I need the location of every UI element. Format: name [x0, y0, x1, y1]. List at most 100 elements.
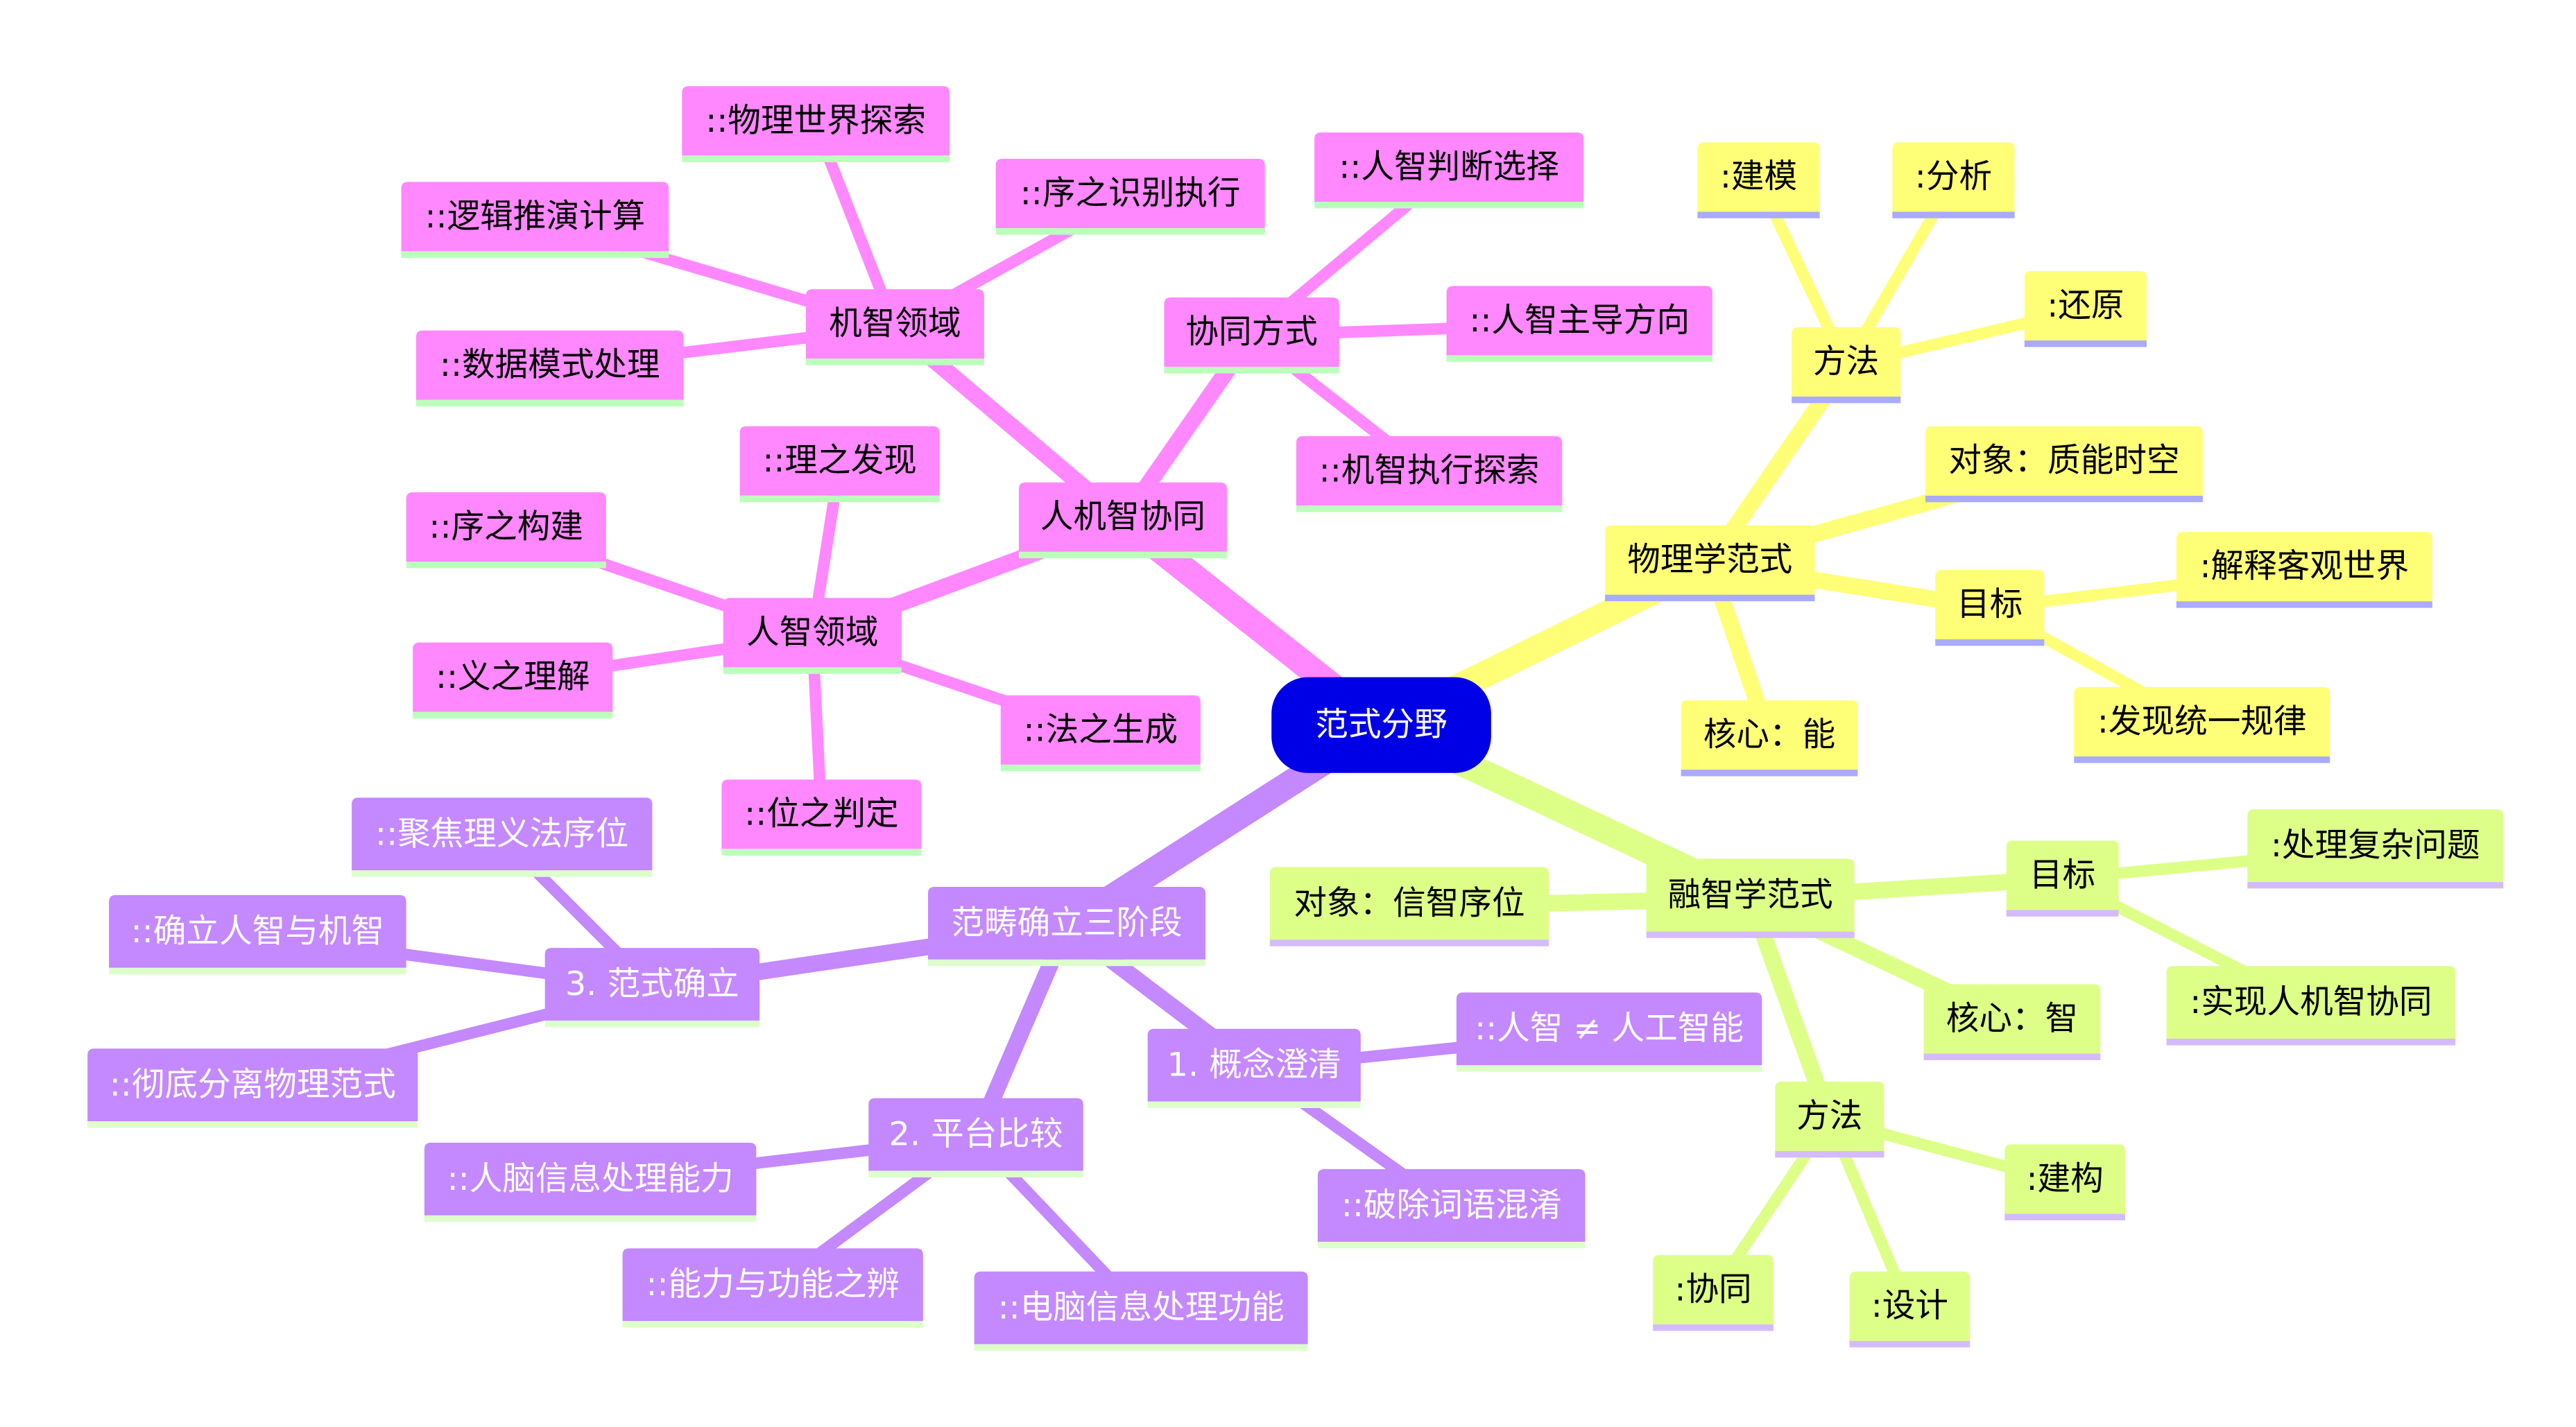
node-box [1000, 695, 1201, 765]
mind-map-node[interactable]: ::确立人智与机智 [109, 894, 406, 975]
mind-map-node[interactable]: 方法 [1792, 327, 1901, 404]
mind-map-node[interactable]: :建模 [1697, 142, 1820, 218]
mind-map-node[interactable]: 3. 范式确立 [544, 948, 760, 1028]
mind-map-node[interactable]: ::数据模式处理 [415, 330, 684, 407]
mind-map-node[interactable]: 核心：智 [1923, 984, 2101, 1060]
mind-map-node[interactable]: 2. 平台比较 [868, 1098, 1083, 1177]
node-underline [1792, 396, 1901, 404]
mind-map-node[interactable]: 1. 概念澄清 [1147, 1028, 1361, 1109]
mind-map-node[interactable]: ::聚焦理义法序位 [352, 797, 653, 877]
node-underline [721, 849, 922, 856]
mind-map-node[interactable]: ::能力与功能之辨 [622, 1248, 923, 1328]
mind-map-node[interactable]: 人机智协同 [1018, 482, 1227, 559]
root-node[interactable]: 范式分野 [1271, 677, 1491, 773]
node-label: ::聚焦理义法序位 [375, 815, 628, 853]
node-box [1925, 426, 2203, 496]
node-label: 范畴确立三阶段 [951, 904, 1182, 942]
mind-map-node[interactable]: ::人脑信息处理能力 [424, 1143, 757, 1222]
node-box [1018, 482, 1227, 552]
node-box [1923, 984, 2101, 1054]
node-label: ::确立人智与机智 [131, 913, 384, 951]
mind-map-node[interactable]: ::法之生成 [1000, 695, 1201, 772]
mind-map-node[interactable]: :设计 [1849, 1271, 1970, 1348]
mind-map-node[interactable]: 目标 [2006, 840, 2119, 917]
mind-map-node[interactable]: :建构 [2004, 1144, 2126, 1220]
node-underline [352, 870, 653, 877]
node-box [1456, 992, 1762, 1066]
mind-map-node[interactable]: :分析 [1892, 142, 2015, 218]
mind-map-node[interactable]: 协同方式 [1164, 297, 1339, 374]
node-label: ::序之构建 [429, 508, 583, 546]
node-box [1892, 142, 2015, 212]
node-box [2004, 1144, 2126, 1214]
mind-map-node[interactable]: :还原 [2024, 270, 2147, 347]
mind-map-node[interactable]: ::人智主导方向 [1446, 286, 1712, 362]
node-label: :协同 [1674, 1270, 1751, 1308]
node-box [1646, 858, 1855, 932]
mind-map-node[interactable]: :发现统一规律 [2074, 686, 2330, 763]
mind-map-node[interactable]: 对象：信智序位 [1269, 867, 1549, 946]
node-box [1164, 297, 1339, 367]
mind-map-node[interactable]: ::人智判断选择 [1314, 132, 1584, 209]
node-box [415, 330, 684, 400]
node-box [622, 1248, 923, 1322]
node-underline [2166, 1039, 2456, 1046]
mind-map-node[interactable]: ::物理世界探索 [682, 86, 950, 162]
node-label: 物理学范式 [1627, 541, 1792, 579]
mind-map-node[interactable]: ::序之识别执行 [995, 159, 1265, 235]
mind-map-node[interactable]: :实现人机智协同 [2166, 966, 2456, 1046]
node-underline [2176, 601, 2432, 608]
node-underline [974, 1344, 1308, 1351]
mind-map-node[interactable]: 范畴确立三阶段 [927, 886, 1205, 967]
node-box [1653, 1254, 1774, 1324]
mind-map-node[interactable]: 核心：能 [1681, 700, 1858, 777]
node-underline [995, 228, 1265, 235]
mind-map-node[interactable]: ::位之判定 [721, 779, 922, 856]
mind-map-node[interactable]: :协同 [1653, 1254, 1774, 1331]
node-label: 机智领域 [829, 305, 961, 343]
node-underline [723, 667, 902, 674]
mind-map-node[interactable]: ::义之理解 [413, 642, 613, 719]
mind-map-node[interactable]: 机智领域 [805, 289, 984, 365]
mind-map-node[interactable]: ::逻辑推演计算 [401, 182, 669, 258]
node-label: :解释客观世界 [2200, 548, 2410, 586]
node-underline [2074, 756, 2330, 763]
node-underline [1314, 201, 1584, 209]
node-label: ::法之生成 [1024, 711, 1178, 749]
node-underline [1446, 355, 1712, 362]
mind-map-node[interactable]: 物理学范式 [1605, 525, 1815, 602]
node-underline [1775, 1150, 1884, 1158]
mind-map-node[interactable]: ::理之发现 [739, 426, 940, 503]
node-underline [1681, 769, 1858, 777]
node-label: :建构 [2027, 1160, 2104, 1198]
mind-map-node[interactable]: 目标 [1935, 569, 2045, 646]
mind-map-node[interactable]: 方法 [1775, 1081, 1884, 1158]
node-box [1317, 1169, 1586, 1242]
mind-map-node[interactable]: 对象：质能时空 [1925, 426, 2203, 503]
node-underline [544, 1020, 760, 1028]
node-box [87, 1048, 418, 1122]
node-label: ::义之理解 [436, 658, 590, 696]
node-label: 协同方式 [1185, 313, 1317, 352]
node-underline [1653, 1324, 1774, 1331]
node-underline [1317, 1241, 1586, 1249]
mind-map-node[interactable]: :解释客观世界 [2176, 532, 2432, 608]
node-box [1681, 700, 1858, 770]
mind-map-node[interactable]: ::彻底分离物理范式 [87, 1048, 418, 1128]
mind-map-node[interactable]: 人智领域 [723, 598, 902, 674]
node-label: ::人智主导方向 [1469, 302, 1690, 340]
mind-map-node[interactable]: ::序之构建 [406, 492, 606, 569]
mind-map-node[interactable]: ::人智 ≠ 人工智能 [1456, 992, 1762, 1072]
node-underline [682, 155, 950, 162]
mind-map-node[interactable]: 融智学范式 [1646, 858, 1855, 938]
mind-map-node[interactable]: ::电脑信息处理功能 [974, 1271, 1308, 1351]
node-underline [1164, 367, 1339, 374]
mind-map-node[interactable]: ::破除词语混淆 [1317, 1169, 1586, 1249]
node-box [974, 1271, 1308, 1344]
node-box [352, 797, 653, 871]
node-underline [2024, 340, 2147, 347]
node-box [868, 1098, 1083, 1171]
node-underline [1269, 940, 1549, 946]
mind-map-node[interactable]: :处理复杂问题 [2247, 809, 2504, 889]
mind-map-node[interactable]: ::机智执行探索 [1296, 436, 1563, 512]
